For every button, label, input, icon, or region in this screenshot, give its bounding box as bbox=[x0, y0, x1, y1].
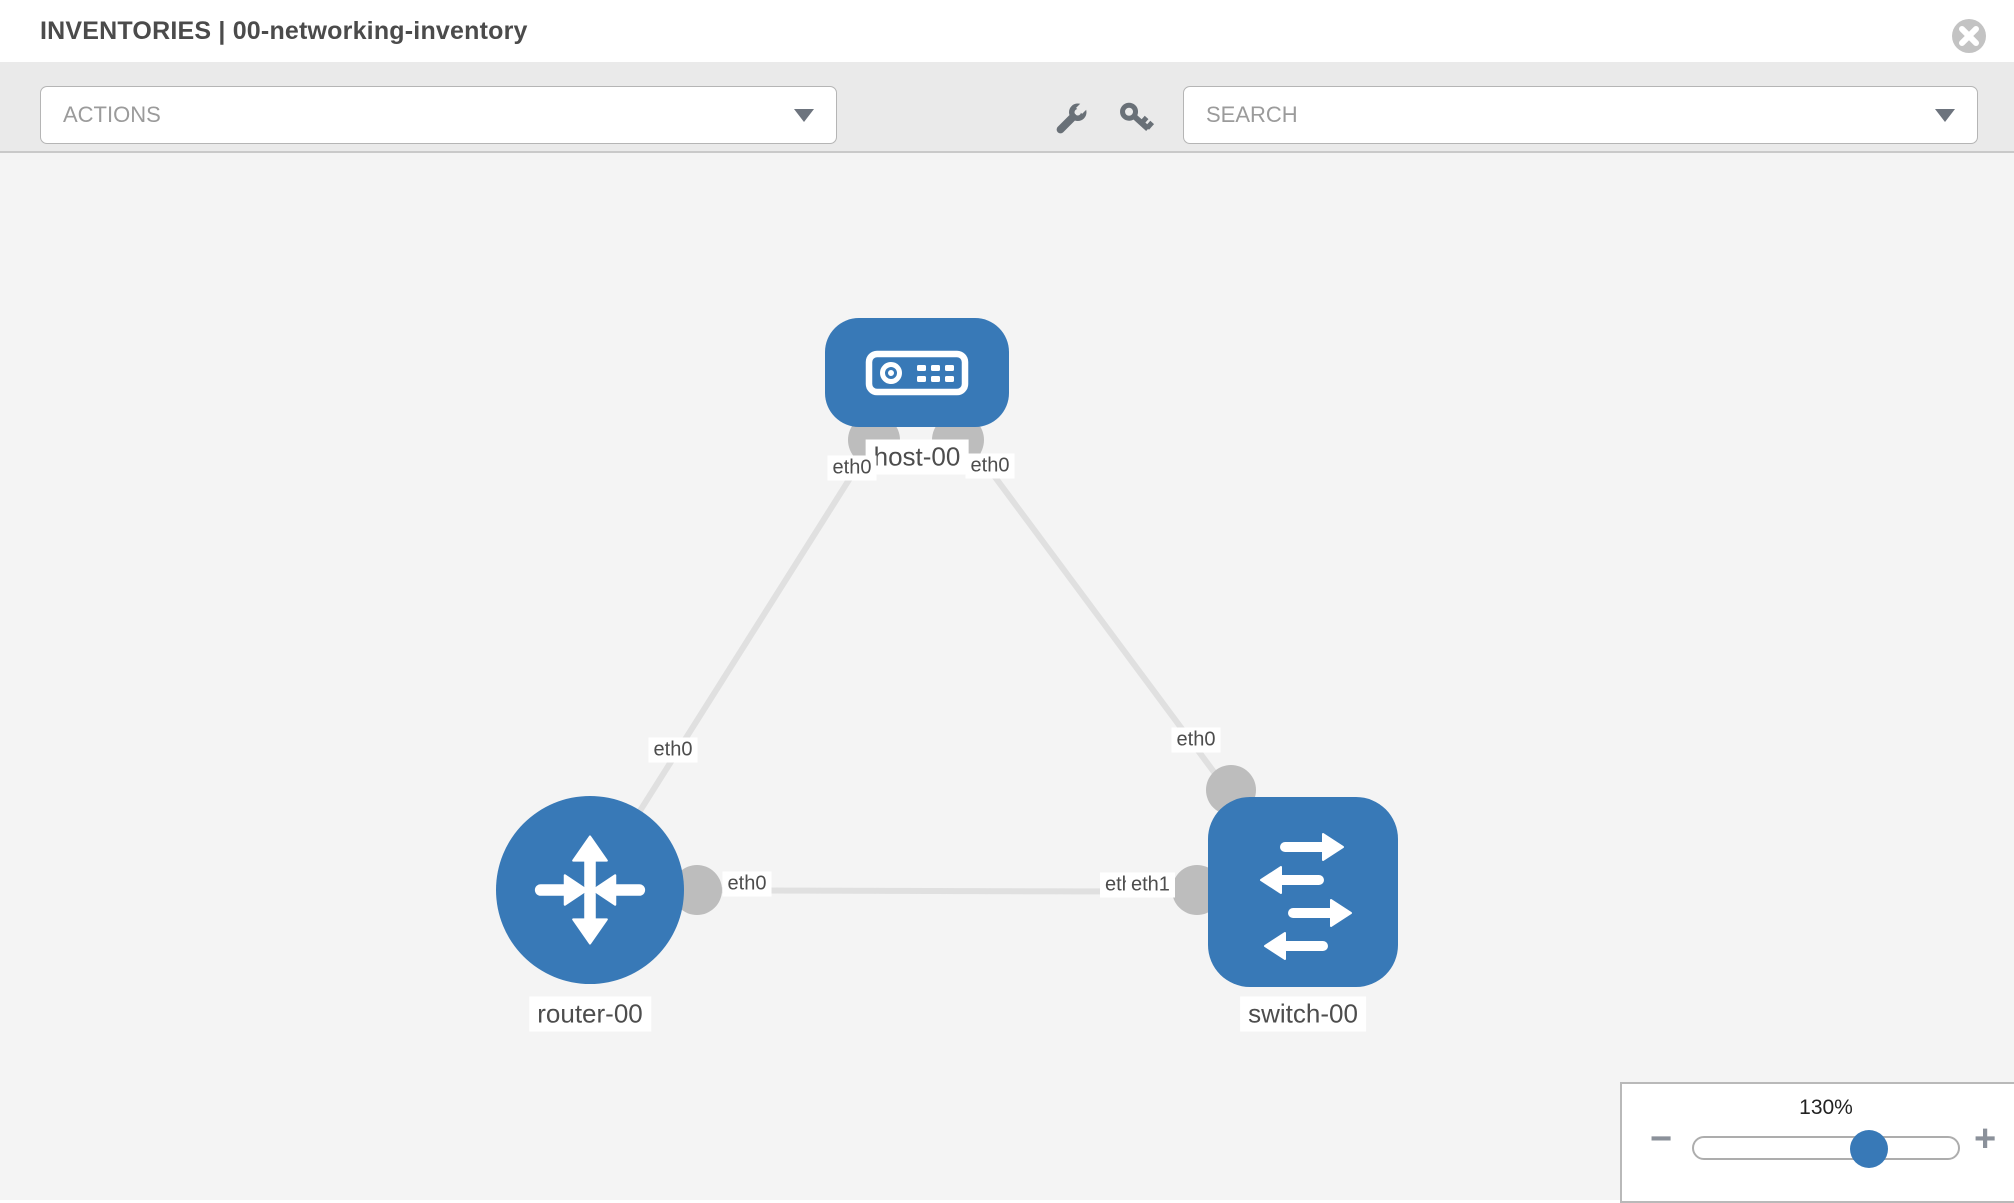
zoom-control-panel: 130% − + bbox=[1620, 1082, 2014, 1203]
interface-label: eth0 bbox=[827, 455, 877, 481]
page-title: INVENTORIES | 00-networking-inventory bbox=[40, 17, 528, 45]
interface-dot-router-eth0[interactable] bbox=[672, 865, 722, 915]
close-button[interactable] bbox=[1950, 17, 1988, 55]
node-switch-00[interactable] bbox=[1208, 797, 1398, 987]
node-router-00[interactable] bbox=[496, 796, 684, 984]
node-host-00[interactable] bbox=[825, 318, 1009, 427]
zoom-out-button[interactable]: − bbox=[1650, 1118, 1673, 1160]
actions-dropdown[interactable]: ACTIONS bbox=[40, 86, 837, 144]
interface-label: eth1 bbox=[1126, 872, 1175, 898]
interface-label: eth0 bbox=[648, 737, 698, 763]
topology-links-layer bbox=[587, 370, 1306, 915]
header: INVENTORIES | 00-networking-inventory bbox=[0, 0, 2014, 62]
interface-label: eth0 bbox=[1171, 727, 1221, 753]
chevron-down-icon bbox=[794, 108, 814, 122]
zoom-slider-track[interactable] bbox=[1692, 1130, 1960, 1168]
node-label-router: router-00 bbox=[529, 996, 651, 1032]
configure-button[interactable] bbox=[1052, 98, 1092, 138]
interface-label: eth0 bbox=[722, 871, 772, 897]
host-icon bbox=[865, 350, 969, 395]
actions-dropdown-label: ACTIONS bbox=[63, 102, 161, 127]
zoom-level-value: 130% bbox=[1799, 1096, 1853, 1119]
wrench-icon bbox=[1056, 100, 1090, 134]
node-label-switch: switch-00 bbox=[1240, 996, 1366, 1032]
key-icon bbox=[1120, 102, 1155, 132]
chevron-down-icon bbox=[1935, 108, 1955, 122]
close-icon bbox=[1952, 19, 1986, 53]
zoom-in-button[interactable]: + bbox=[1974, 1118, 1997, 1160]
zoom-slider-knob[interactable] bbox=[1850, 1130, 1888, 1168]
switch-icon bbox=[1260, 833, 1352, 960]
search-input[interactable] bbox=[1206, 102, 1935, 128]
credentials-button[interactable] bbox=[1116, 98, 1156, 138]
router-icon bbox=[534, 835, 646, 945]
node-label-host: host-00 bbox=[865, 439, 969, 475]
toolbar: ACTIONS bbox=[0, 62, 2014, 153]
interface-label: eth0 bbox=[965, 453, 1015, 479]
topology-canvas[interactable]: host-00 router-00 switch-00 eth0 eth0 et… bbox=[0, 153, 2014, 1200]
search-combobox[interactable] bbox=[1183, 86, 1978, 144]
